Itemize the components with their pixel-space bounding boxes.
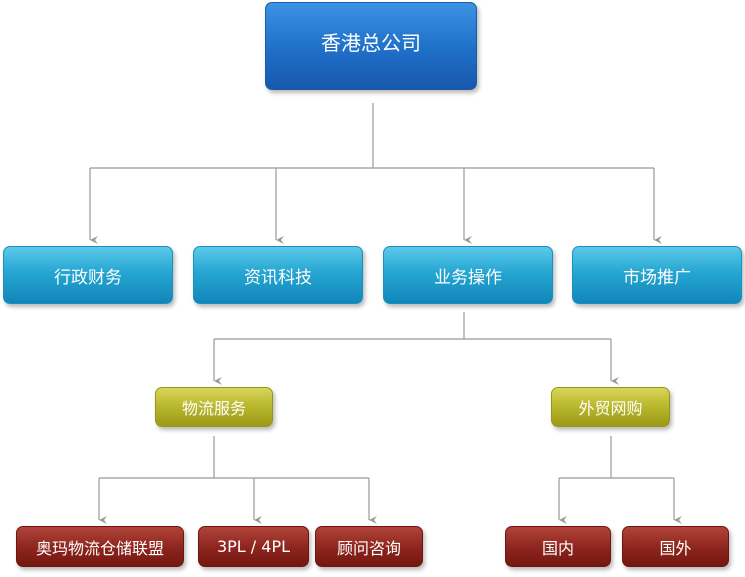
- dept-node-operations: 业务操作: [383, 246, 553, 304]
- dept-node-it: 资讯科技: [193, 246, 363, 304]
- leaf-node-label: 国内: [541, 538, 574, 558]
- leaf-node-domestic: 国内: [505, 526, 611, 567]
- leaf-node-alliance: 奥玛物流仓储联盟: [16, 526, 184, 567]
- dept-node-admin-finance: 行政财务: [3, 246, 173, 304]
- dept-node-marketing: 市场推广: [572, 246, 742, 304]
- leaf-node-label: 3PL / 4PL: [216, 537, 291, 556]
- dept-node-label: 市场推广: [623, 267, 691, 288]
- root-node-label: 香港总公司: [321, 31, 421, 55]
- service-node-foreign-trade: 外贸网购: [551, 387, 670, 427]
- service-node-label: 物流服务: [181, 399, 246, 418]
- leaf-node-consulting: 顾问咨询: [315, 526, 423, 567]
- service-node-logistics: 物流服务: [155, 387, 273, 427]
- leaf-node-label: 顾问咨询: [336, 538, 401, 558]
- leaf-node-label: 奥玛物流仓储联盟: [35, 538, 164, 558]
- dept-node-label: 行政财务: [54, 267, 122, 288]
- leaf-node-overseas: 国外: [622, 526, 729, 567]
- dept-node-label: 资讯科技: [244, 267, 312, 288]
- root-node-hq: 香港总公司: [265, 2, 477, 90]
- dept-node-label: 业务操作: [434, 267, 502, 288]
- leaf-node-3pl-4pl: 3PL / 4PL: [198, 526, 309, 567]
- service-node-label: 外贸网购: [578, 399, 643, 418]
- leaf-node-label: 国外: [659, 538, 692, 558]
